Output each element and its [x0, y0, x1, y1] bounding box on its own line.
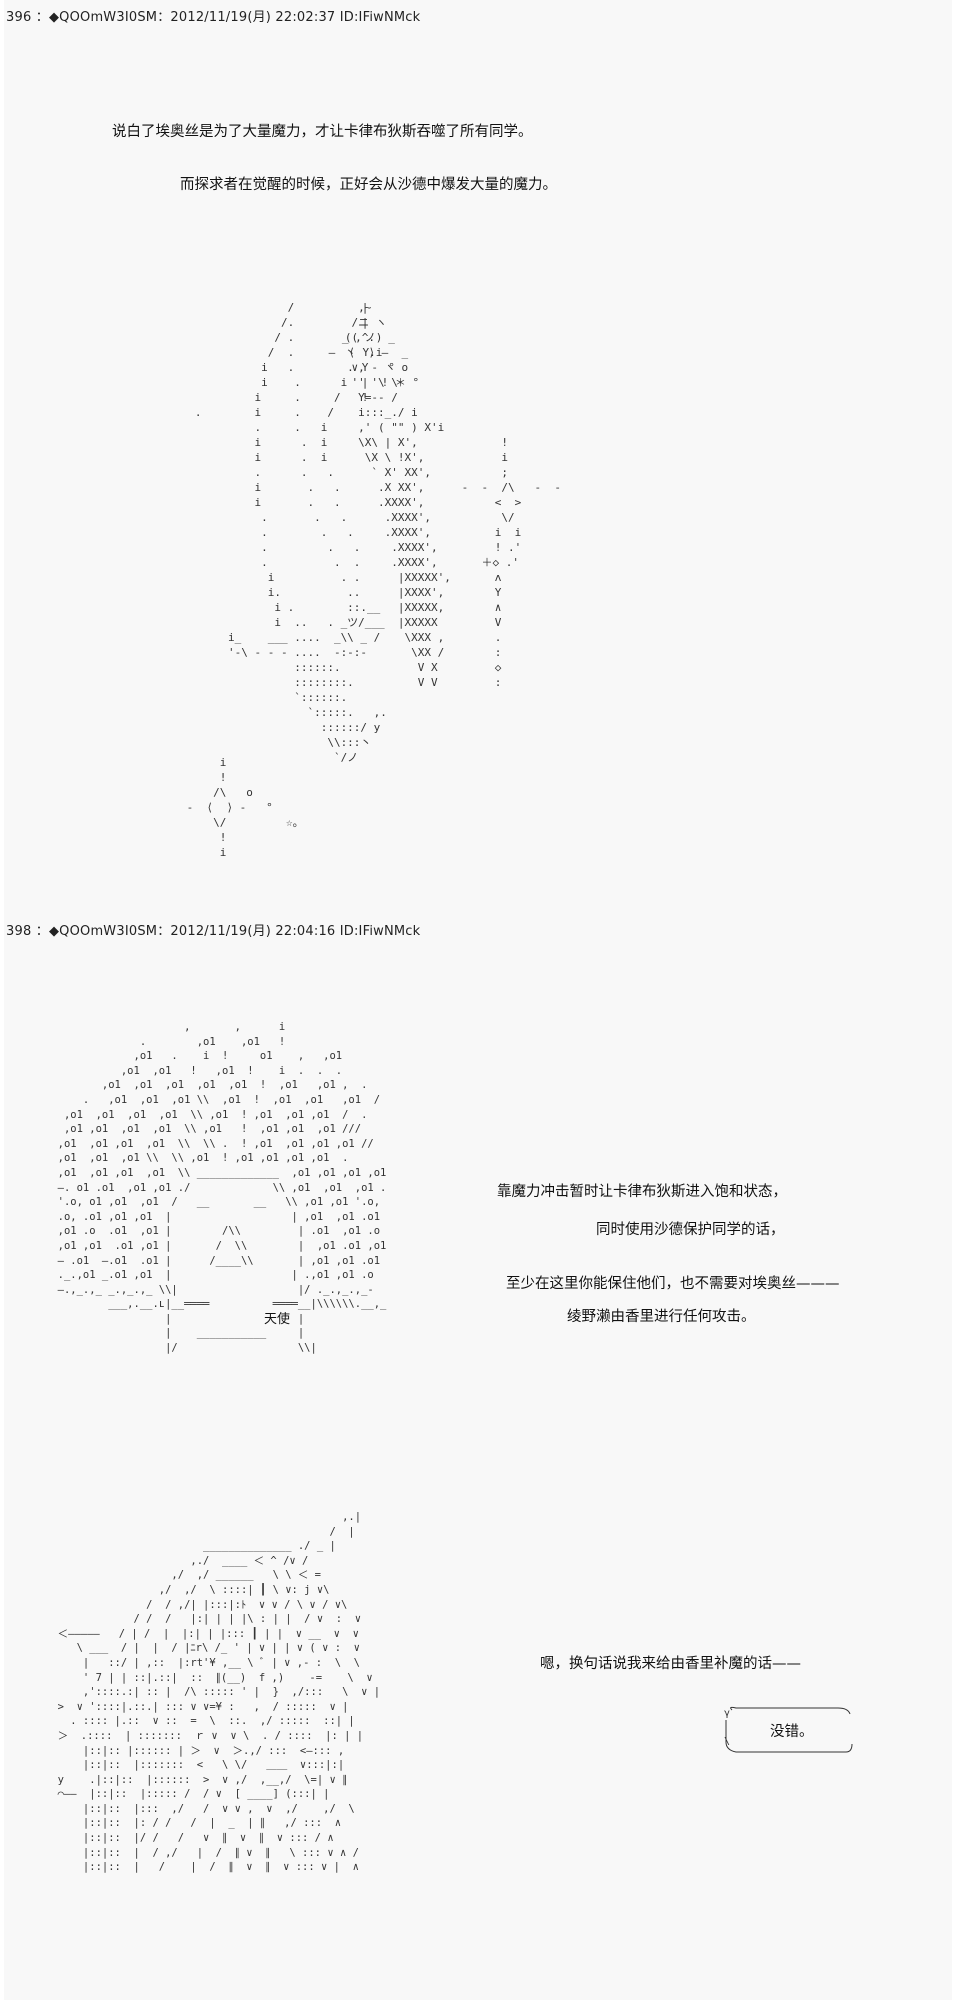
diamond-sparkle-icon: ! i ; - - /\ - - < > \/ i i ! .' ＋◇ .' ʌ… [461, 436, 561, 689]
svg-text:γ: γ [724, 1708, 730, 1719]
dialogue-line: 靠魔力冲击暂时让卡律布狄斯进入饱和状态， [497, 1184, 787, 1200]
dialogue-line: 同时使用沙德保护同学的话， [596, 1222, 785, 1238]
dialogue-line: 嗯，换句话说我来给由香里补魔的话—— [540, 1656, 801, 1672]
sparkle-icon: | | _ ,^. _ — ⟨ ⟩ — _ Y ° o | ! ＊ ° ! [328, 301, 420, 404]
tenshi-label: 天使 [264, 1312, 291, 1327]
svg-text:\: \ [724, 1736, 730, 1747]
ascii-art-character: ,.| / | ______________ ./ _ | ,./ ____ ＜… [57, 1511, 381, 1874]
dialogue-line: 至少在这里你能保住他们，也不需要对埃奥丝——— [506, 1276, 840, 1292]
sparkle-star-icon: i ! /\ o - ⟨ ⟩ - ° \/ ☆。 ! i [186, 756, 304, 859]
post-header-396: 396 ：◆QOOmW3I0SM：2012/11/19(月) 22:02:37 … [6, 10, 421, 25]
ascii-art-sword: / /. / . / . i . . i . i i . / . i . / .… [194, 301, 387, 764]
dialogue-line: 说白了埃奥丝是为了大量魔力，才让卡律布狄斯吞噬了所有同学。 [112, 124, 533, 140]
ascii-art-wand: ,~ /ニ ヽ (( ノ) 丶 Y.i ∨, - ヽ '' '\ \ Y=-- … [344, 301, 451, 689]
page-background [4, 0, 952, 2000]
ascii-art-crowd: , , i . ,o1 ,o1 ! ,o1 . i ! o1 , ,o1 ,o1… [57, 1021, 387, 1355]
post-header-398: 398 ：◆QOOmW3I0SM：2012/11/19(月) 22:04:16 … [6, 924, 421, 939]
dialogue-line: 而探求者在觉醒的时候，正好会从沙德中爆发大量的魔力。 [180, 177, 557, 193]
speech-bubble: γ \ [724, 1706, 853, 1753]
bubble-text: 没错。 [770, 1724, 814, 1740]
dialogue-line: 绫野濑由香里进行任何攻击。 [567, 1309, 756, 1325]
